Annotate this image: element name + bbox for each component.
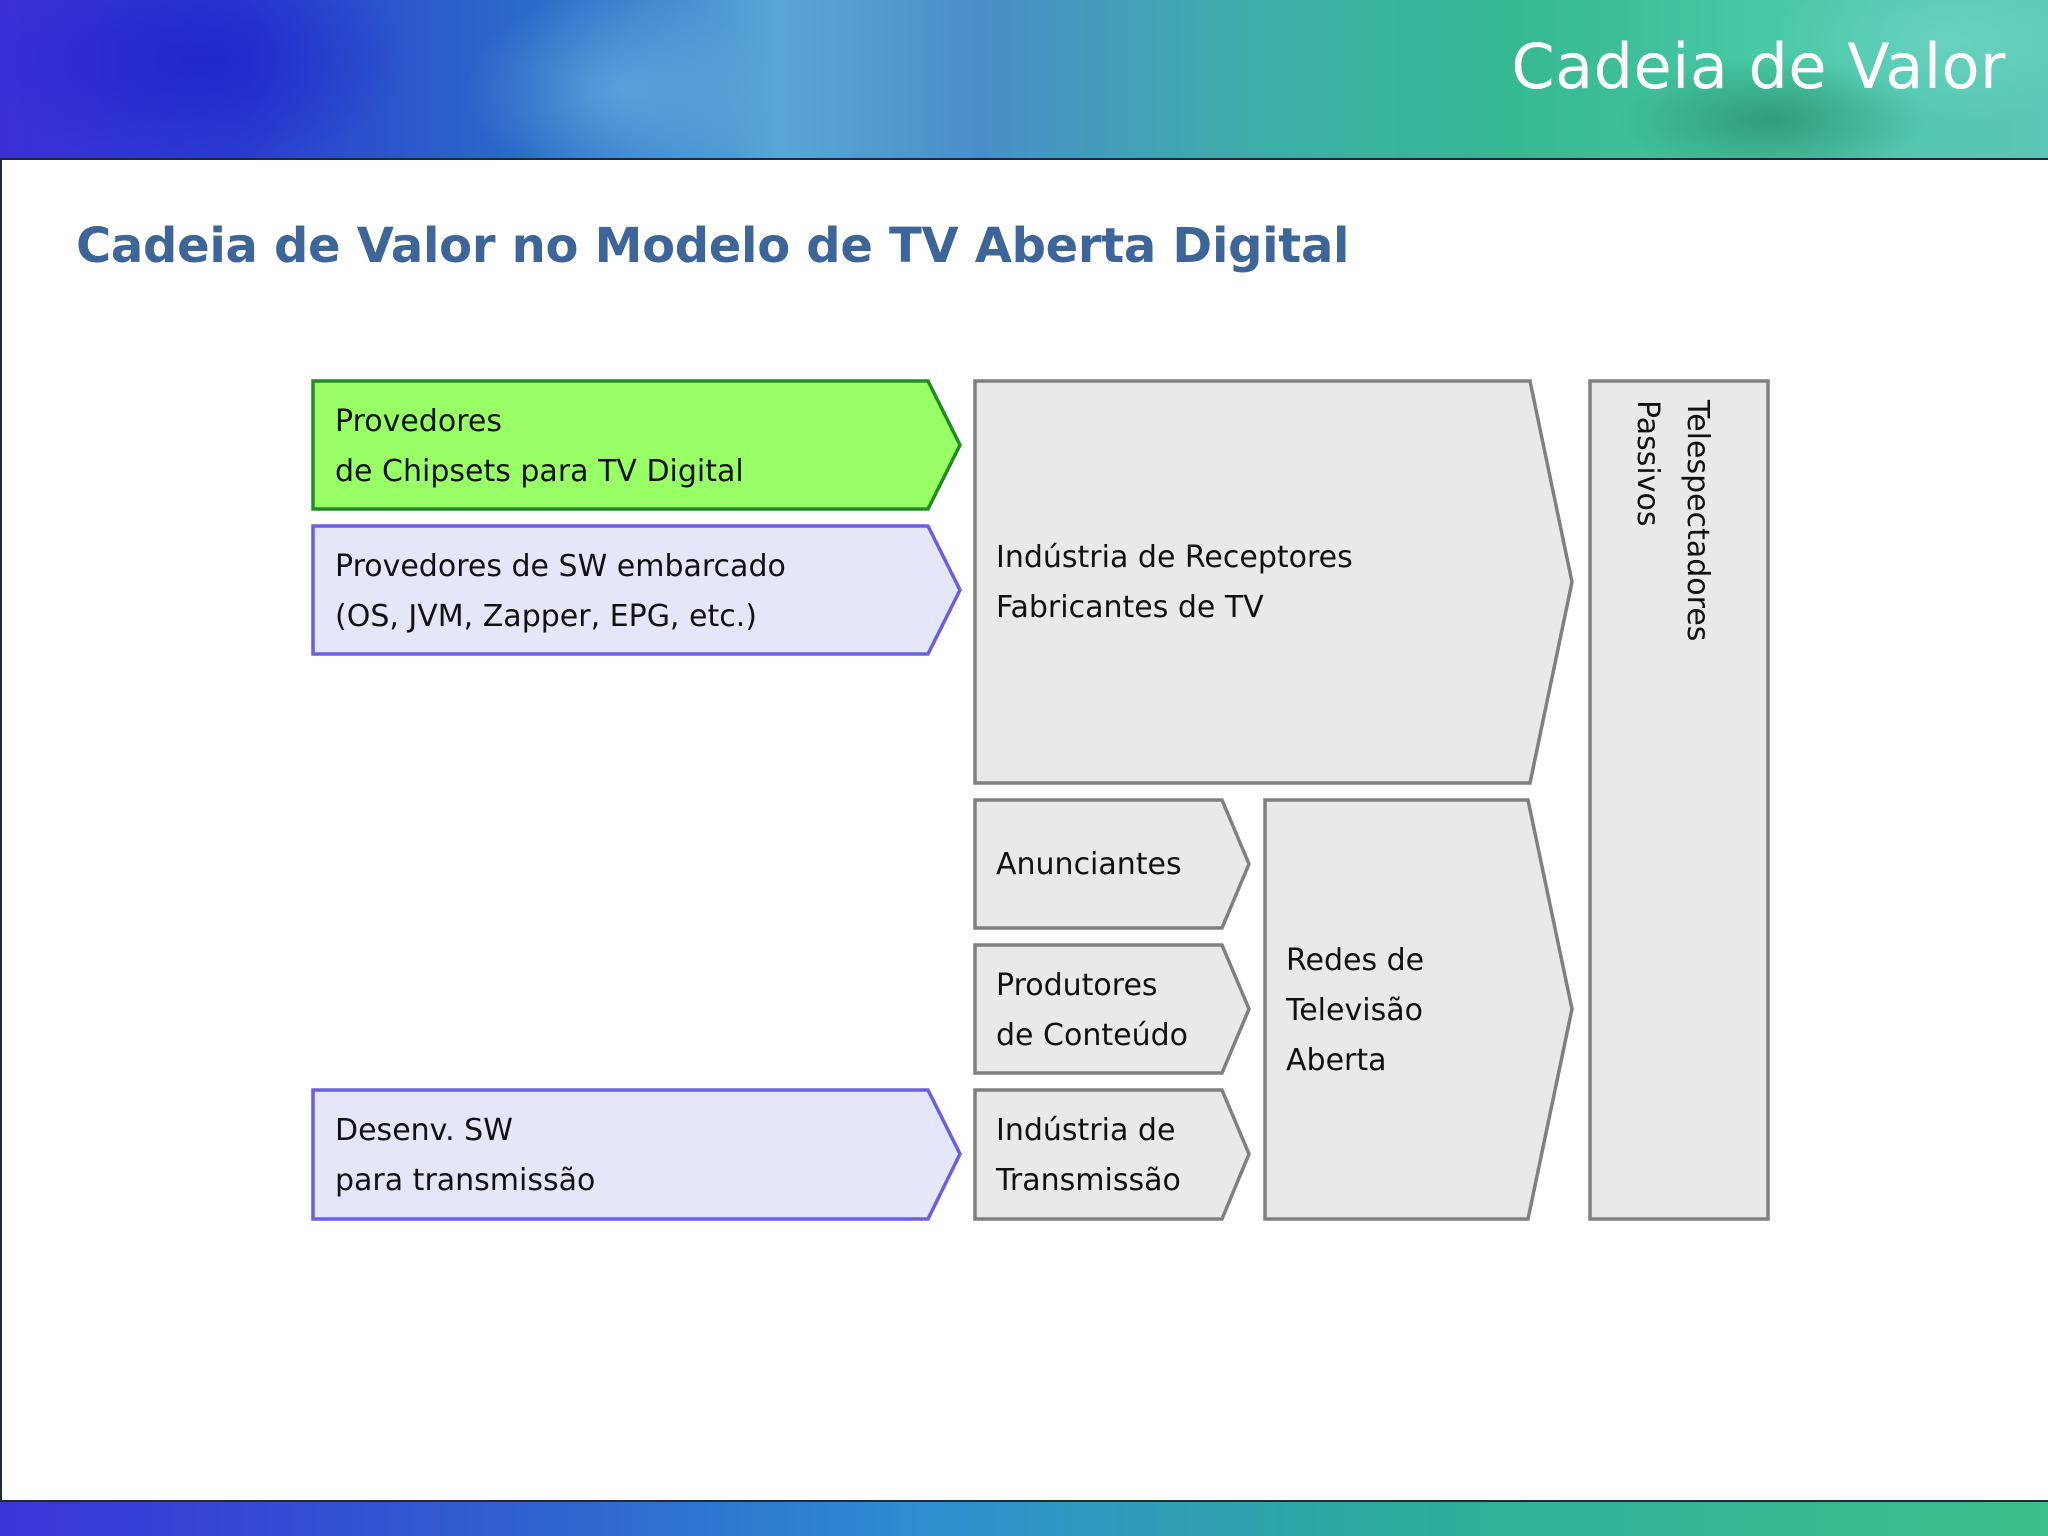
shape-redes bbox=[1263, 798, 1574, 1221]
label-produtores-line2: de Conteúdo bbox=[996, 1018, 1188, 1053]
label-redes-line1: Redes de bbox=[1286, 943, 1425, 978]
label-redes-line2: Televisão bbox=[1286, 993, 1423, 1028]
header-title: Cadeia de Valor bbox=[1511, 30, 2006, 103]
footer-bar bbox=[0, 1500, 2048, 1536]
label-receptores-line1: Indústria de Receptores bbox=[996, 540, 1353, 575]
label-transmissao: Indústria de Transmissão bbox=[996, 1106, 1181, 1206]
label-sw-embarcado: Provedores de SW embarcado (OS, JVM, Zap… bbox=[335, 542, 786, 642]
label-telespectadores: Telespectadores Passivos bbox=[1622, 400, 1722, 641]
label-redes: Redes de Televisão Aberta bbox=[1286, 936, 1424, 1086]
label-transmissao-line1: Indústria de bbox=[996, 1113, 1176, 1148]
shape-chipsets bbox=[311, 379, 962, 511]
shape-sw-embarcado bbox=[311, 524, 962, 656]
label-telespectadores-line1: Telespectadores bbox=[1680, 400, 1715, 642]
shape-produtores bbox=[973, 943, 1251, 1075]
label-sw-embarcado-line1: Provedores de SW embarcado bbox=[335, 549, 786, 584]
label-sw-embarcado-line2: (OS, JVM, Zapper, EPG, etc.) bbox=[335, 599, 757, 634]
label-anunciantes: Anunciantes bbox=[996, 840, 1182, 890]
slide-left-border bbox=[0, 160, 2, 1500]
shape-desenv-sw bbox=[311, 1088, 962, 1221]
label-produtores-line1: Produtores bbox=[996, 968, 1158, 1003]
shape-anunciantes bbox=[973, 798, 1251, 930]
label-chipsets: Provedores de Chipsets para TV Digital bbox=[335, 397, 744, 497]
label-anunciantes-line1: Anunciantes bbox=[996, 847, 1182, 882]
label-desenv-sw-line2: para transmissão bbox=[335, 1163, 596, 1198]
label-desenv-sw-line1: Desenv. SW bbox=[335, 1113, 513, 1148]
label-telespectadores-line2: Passivos bbox=[1630, 400, 1665, 527]
label-redes-line3: Aberta bbox=[1286, 1043, 1387, 1078]
label-receptores-line2: Fabricantes de TV bbox=[996, 590, 1264, 625]
shape-receptores bbox=[973, 379, 1574, 785]
header-banner: Cadeia de Valor bbox=[0, 0, 2048, 160]
shape-telespectadores bbox=[1588, 379, 1770, 1221]
shape-transmissao bbox=[973, 1088, 1251, 1221]
label-chipsets-line1: Provedores bbox=[335, 404, 502, 439]
label-transmissao-line2: Transmissão bbox=[996, 1163, 1181, 1198]
label-receptores: Indústria de Receptores Fabricantes de T… bbox=[996, 533, 1353, 633]
label-produtores: Produtores de Conteúdo bbox=[996, 961, 1188, 1061]
page-title: Cadeia de Valor no Modelo de TV Aberta D… bbox=[76, 218, 1350, 274]
label-chipsets-line2: de Chipsets para TV Digital bbox=[335, 454, 744, 489]
label-desenv-sw: Desenv. SW para transmissão bbox=[335, 1106, 595, 1206]
